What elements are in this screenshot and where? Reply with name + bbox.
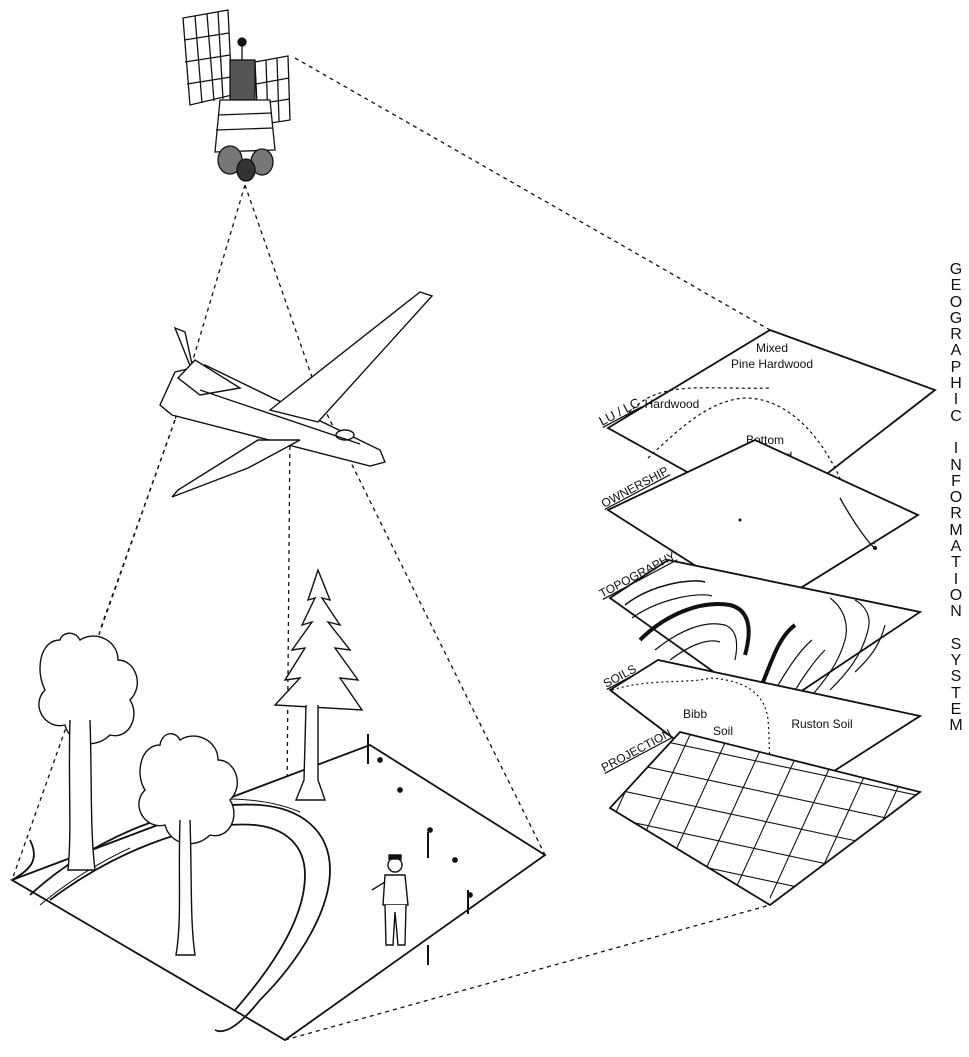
side-title-letter: S bbox=[945, 669, 967, 685]
side-title-letter: T bbox=[945, 555, 967, 571]
side-title-letter: I bbox=[945, 572, 967, 588]
side-title-letter: R bbox=[945, 506, 967, 522]
side-title-letter: A bbox=[945, 343, 967, 359]
region-bibb-soil-line1: Bibb bbox=[683, 707, 707, 721]
region-bibb-soil-line2: Soil bbox=[713, 724, 733, 738]
side-title-letter: F bbox=[945, 474, 967, 490]
side-title-letter: N bbox=[945, 604, 967, 620]
side-title-letter: E bbox=[945, 278, 967, 294]
side-title-letter: N bbox=[945, 458, 967, 474]
side-title-letter: E bbox=[945, 702, 967, 718]
side-title-letter: A bbox=[945, 539, 967, 555]
aircraft-icon bbox=[160, 292, 432, 497]
side-title-letter: T bbox=[945, 686, 967, 702]
side-title-letter: G bbox=[945, 311, 967, 327]
side-title-letter bbox=[945, 621, 967, 637]
side-title-letter: M bbox=[945, 718, 967, 734]
side-title-letter: H bbox=[945, 376, 967, 392]
ground-terrain bbox=[12, 745, 545, 1040]
side-title-letter: I bbox=[945, 392, 967, 408]
side-title-letter: G bbox=[945, 262, 967, 278]
side-title-letter: O bbox=[945, 588, 967, 604]
side-title-letter: O bbox=[945, 490, 967, 506]
layer-projection-plane bbox=[610, 732, 920, 905]
region-mixed-pine-line2: Pine Hardwood bbox=[731, 357, 813, 371]
side-title-letter: Y bbox=[945, 653, 967, 669]
side-title-letter: C bbox=[945, 409, 967, 425]
side-title-letter bbox=[945, 425, 967, 441]
side-title-letter: R bbox=[945, 327, 967, 343]
satellite-icon bbox=[183, 10, 290, 181]
region-mixed-pine-line1: Mixed bbox=[756, 341, 788, 355]
side-title-letter: I bbox=[945, 441, 967, 457]
region-hardwood: Hardwood bbox=[645, 397, 700, 411]
side-title-letter: M bbox=[945, 523, 967, 539]
side-title-letter: S bbox=[945, 637, 967, 653]
region-ruston-soil: Ruston Soil bbox=[791, 717, 852, 731]
side-title-letter: O bbox=[945, 295, 967, 311]
side-title-letter: P bbox=[945, 360, 967, 376]
